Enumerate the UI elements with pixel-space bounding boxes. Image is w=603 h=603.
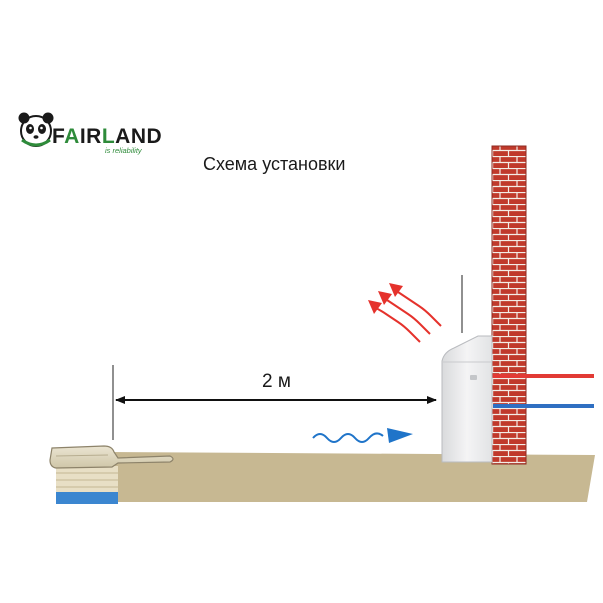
logo-wordmark: FAIRLAND [52,125,162,148]
wavy-arrows-icon [368,283,442,343]
brick-wall [491,145,527,465]
brand-logo: FAIRLAND is reliability [18,112,162,155]
pool-deck [49,445,174,469]
pool-water [56,492,118,504]
ground [108,452,595,502]
logo-tagline: is reliability [105,146,143,155]
pool [49,445,174,504]
heat-pump-unit [441,335,493,463]
wavy-arrow-icon [312,428,413,443]
unit-indicator [470,375,477,380]
panda-icon [18,112,54,147]
dimension-label: 2 м [262,371,291,392]
diagram-title: Схема установки [203,154,346,174]
